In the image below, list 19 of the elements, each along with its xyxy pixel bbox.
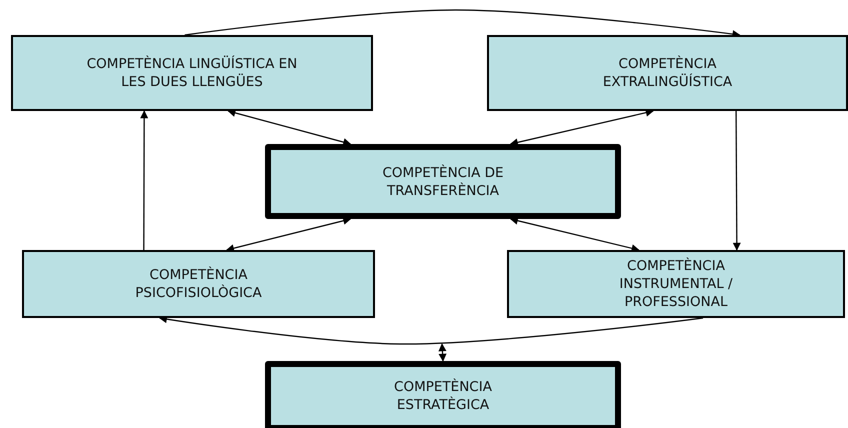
arrow <box>226 216 352 252</box>
box-label: COMPETÈNCIA ESTRATÈGICA <box>393 378 493 414</box>
box-label: COMPETÈNCIA INSTRUMENTAL / PROFESSIONAL <box>618 257 734 311</box>
arrow <box>510 108 654 146</box>
process-box <box>11 35 373 111</box>
box-label: COMPETÈNCIA DE TRANSFERÈNCIA <box>381 164 505 200</box>
highlighted-box <box>265 144 621 219</box>
arrow <box>510 216 640 252</box>
arrow <box>438 343 447 362</box>
box-label: COMPETÈNCIA LINGÜÍSTICA EN LES DUES LLENGÜES <box>86 55 298 91</box>
arrow <box>140 110 148 250</box>
box-label: COMPETÈNCIA EXTRALINGÜÍSTICA <box>602 55 734 91</box>
highlighted-box <box>265 361 621 428</box>
process-box <box>22 250 375 318</box>
process-box <box>487 35 848 111</box>
process-box <box>507 250 845 318</box>
arrow <box>732 111 741 251</box>
arrow <box>227 109 352 146</box>
box-label: COMPETÈNCIA PSICOFISIOLÒGICA <box>134 266 263 302</box>
